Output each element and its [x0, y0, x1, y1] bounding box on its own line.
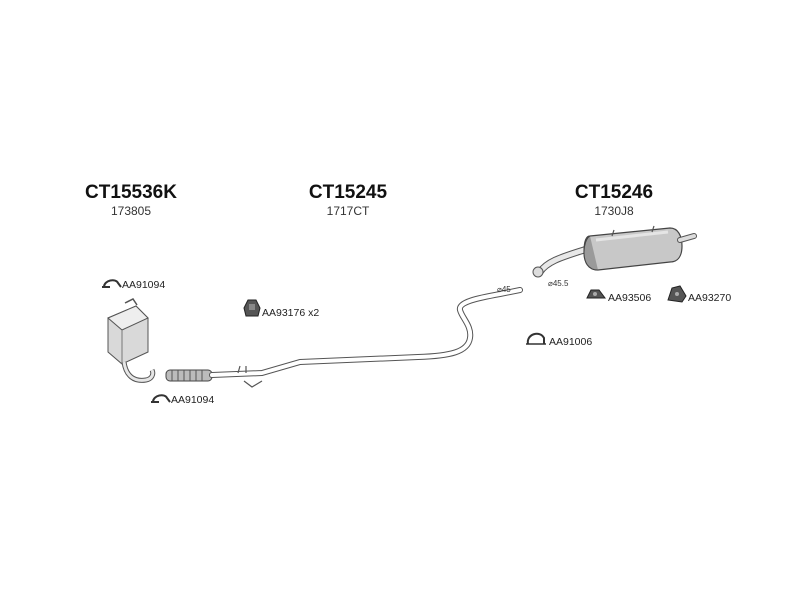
accessory-label-clamp-right: AA91006: [549, 336, 592, 348]
flexible-pipe-section: [165, 369, 213, 382]
accessory-label-clamp-bottom: AA91094: [171, 394, 214, 406]
rubber-mount-icon: [243, 299, 261, 317]
part-ref-catalyst: 173805: [111, 204, 151, 218]
accessory-label-rubber-2: AA93270: [688, 292, 731, 304]
middle-pipe: [210, 288, 522, 377]
part-ref-rear-silencer: 1730J8: [594, 204, 634, 218]
rear-silencer: [532, 225, 697, 278]
rubber-mount-icon: [586, 289, 606, 299]
rubber-mount-icon: [667, 285, 687, 303]
pipe-clamp-icon: [151, 394, 171, 403]
diameter-label-outlet: ⌀45.5: [548, 279, 569, 288]
pipe-hanger: [237, 365, 263, 388]
catalytic-converter: [107, 298, 156, 383]
accessory-label-mount-mid: AA93176 x2: [262, 307, 319, 319]
part-code-middle-pipe: CT15245: [309, 182, 388, 203]
part-code-rear-silencer: CT15246: [575, 182, 653, 203]
accessory-label-clamp-top: AA91094: [122, 279, 165, 291]
diameter-label-inlet: ⌀45: [497, 285, 511, 294]
accessory-label-rubber-1: AA93506: [608, 292, 651, 304]
pipe-clamp-icon: [526, 332, 546, 345]
part-ref-middle-pipe: 1717CT: [327, 204, 370, 218]
middle-pipe-outline: [209, 287, 523, 378]
part-code-catalyst: CT15536K: [85, 182, 177, 203]
pipe-clamp-icon: [102, 279, 122, 288]
